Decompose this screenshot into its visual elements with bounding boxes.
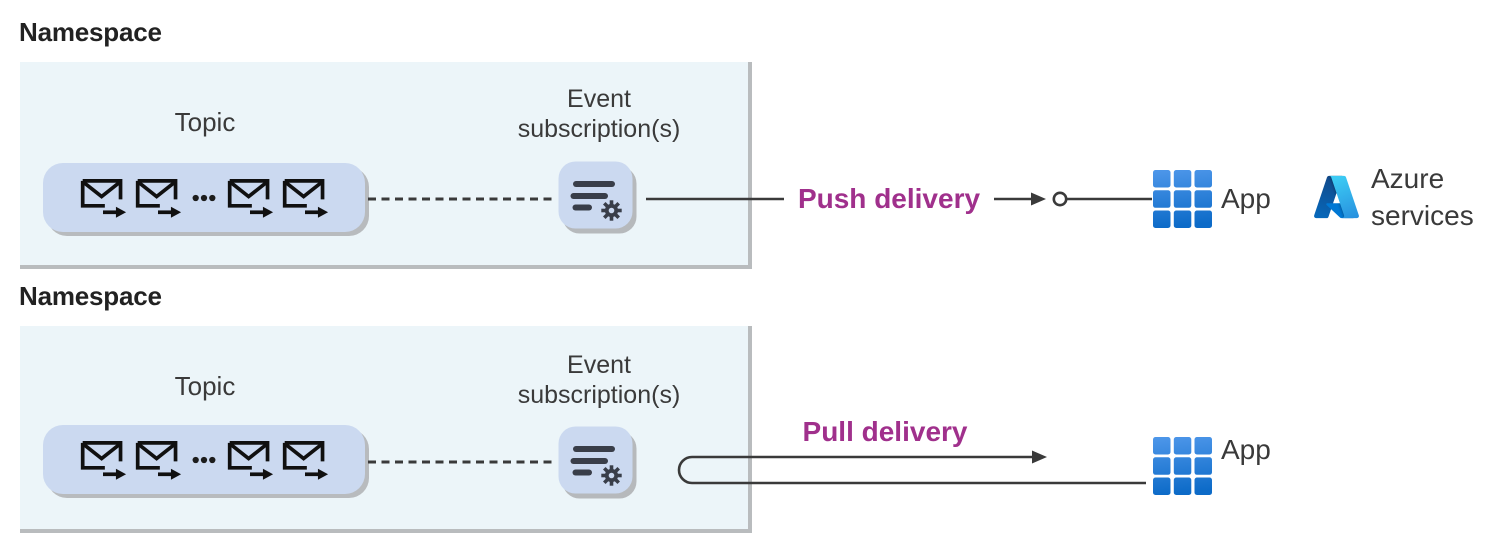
- ellipsis-icon: [192, 194, 216, 201]
- azure-services-label: Azure services: [1371, 163, 1474, 231]
- event-message-icon: [80, 441, 127, 480]
- event-message-icon: [135, 179, 182, 218]
- topic-tile: [43, 425, 365, 494]
- azure-logo-icon: [1314, 175, 1359, 219]
- endpoint-circle-icon: [1052, 191, 1068, 207]
- push-delivery-label: Push delivery: [797, 183, 981, 214]
- push-arrowhead-icon: [1031, 192, 1046, 206]
- topic-label: Topic: [174, 371, 236, 401]
- namespace-title: Namespace: [19, 281, 162, 311]
- topic-tile: [43, 163, 365, 232]
- app-grid-icon: [1153, 437, 1212, 495]
- namespace-box: Topic Event subscription(s): [20, 62, 752, 269]
- app-grid-icon: [1153, 170, 1212, 228]
- pull-delivery-label: Pull delivery: [802, 416, 968, 447]
- event-subscription-label: Event subscription(s): [517, 85, 681, 143]
- event-message-icon: [227, 179, 274, 218]
- event-message-icon: [282, 441, 329, 480]
- event-subscription-filter-gear-icon: [558, 161, 638, 235]
- event-subscription-filter-gear-icon: [558, 426, 638, 500]
- app-label: App: [1221, 434, 1271, 465]
- event-message-icon: [227, 441, 274, 480]
- event-message-icon: [80, 179, 127, 218]
- event-message-icon: [282, 179, 329, 218]
- pull-arrowhead-icon: [1032, 450, 1047, 464]
- topic-label: Topic: [174, 107, 236, 137]
- ellipsis-icon: [192, 456, 216, 463]
- event-message-icon: [135, 441, 182, 480]
- namespace-box: Topic Event subscription(s): [20, 326, 752, 533]
- app-label: App: [1221, 183, 1271, 214]
- event-subscription-label: Event subscription(s): [517, 351, 681, 409]
- namespace-title: Namespace: [19, 17, 162, 47]
